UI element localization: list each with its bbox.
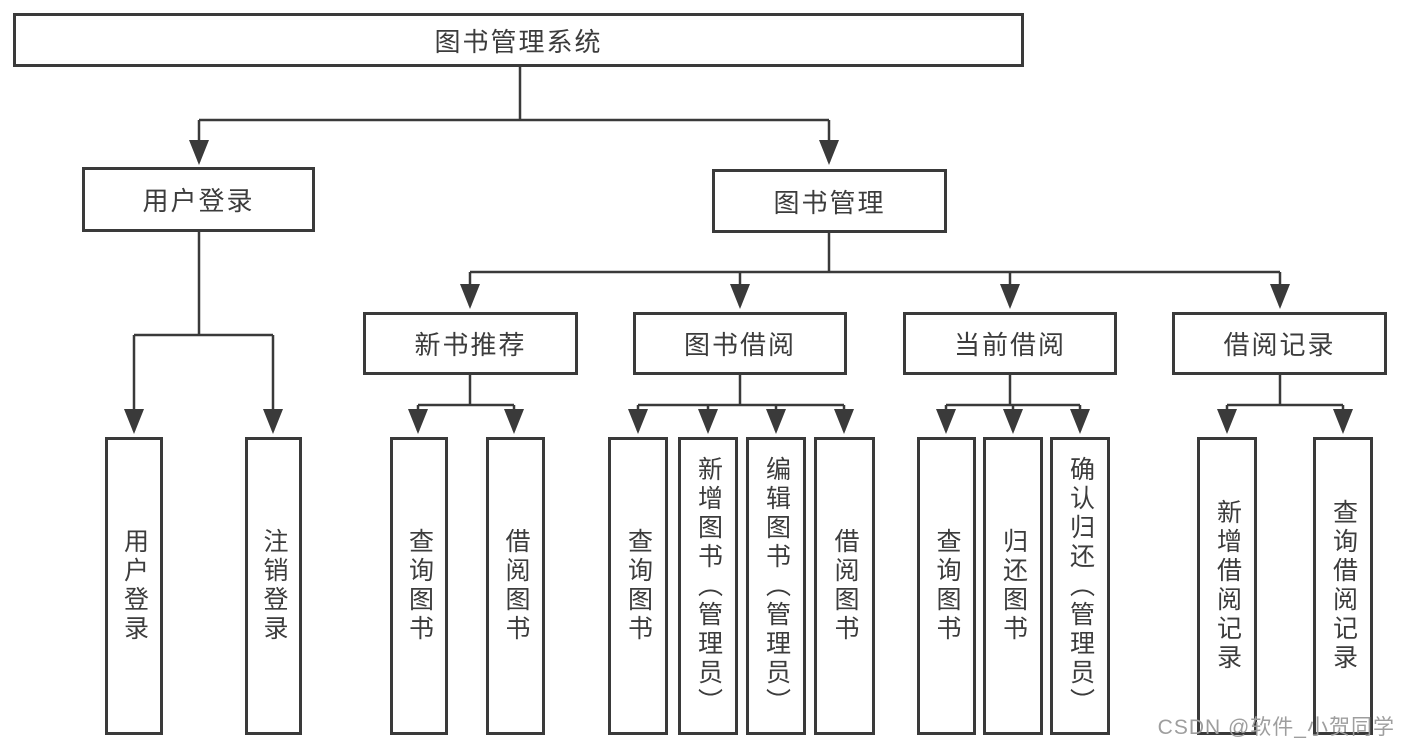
leaf-edit-books-admin: 编辑图书（管理员） [746, 437, 806, 735]
arrowhead-current-borrow [1000, 284, 1020, 309]
leaf-borrow-books: 借阅图书 [814, 437, 875, 735]
connector-current-borrow-to-leaves [936, 375, 1090, 434]
connector-root-to-level2 [189, 67, 839, 165]
leaf-borrow-books-recommend: 借阅图书 [486, 437, 545, 735]
arrowhead-borrow-records [1270, 284, 1290, 309]
arrowhead-leaf-user-login [124, 409, 144, 434]
node-book-management-branch: 图书管理 [712, 169, 947, 233]
arrowhead-book-borrow [730, 284, 750, 309]
leaf-add-borrow-record: 新增借阅记录 [1197, 437, 1257, 735]
node-new-book-recommend: 新书推荐 [363, 312, 578, 375]
connector-user-login-to-leaves [124, 232, 283, 434]
leaf-logout: 注销登录 [245, 437, 302, 735]
leaf-query-books-borrow: 查询图书 [608, 437, 668, 735]
arrowhead-book-management [819, 140, 839, 165]
arrowhead-new-book-recommend [460, 284, 480, 309]
node-user-login-branch: 用户登录 [82, 167, 315, 232]
node-borrow-records: 借阅记录 [1172, 312, 1387, 375]
leaf-query-books-current: 查询图书 [917, 437, 976, 735]
leaf-confirm-return-admin: 确认归还（管理员） [1050, 437, 1110, 735]
leaf-add-books-admin: 新增图书（管理员） [678, 437, 738, 735]
leaf-user-login: 用户登录 [105, 437, 163, 735]
arrowhead-user-login [189, 140, 209, 165]
node-current-borrow: 当前借阅 [903, 312, 1117, 375]
leaf-return-books: 归还图书 [983, 437, 1043, 735]
csdn-watermark: CSDN @软件_小贺同学 [1157, 716, 1395, 739]
node-library-management-system: 图书管理系统 [13, 13, 1024, 67]
connector-borrow-records-to-leaves [1217, 375, 1353, 434]
node-book-borrow: 图书借阅 [633, 312, 847, 375]
connector-book-borrow-to-leaves [628, 375, 854, 434]
arrowhead-leaf-logout [263, 409, 283, 434]
leaf-query-borrow-record: 查询借阅记录 [1313, 437, 1373, 735]
leaf-query-books-recommend: 查询图书 [390, 437, 448, 735]
connector-book-management-to-level3 [460, 233, 1290, 309]
connector-new-book-recommend-to-leaves [408, 375, 524, 434]
